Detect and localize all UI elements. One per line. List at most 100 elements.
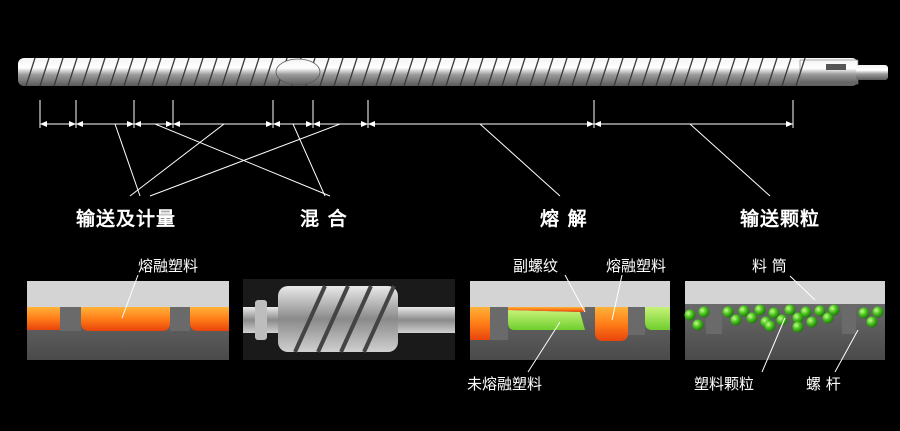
screw-flight xyxy=(25,57,36,87)
screw-flight xyxy=(431,57,442,87)
arrowhead xyxy=(361,121,368,127)
plastic-granule xyxy=(692,319,704,331)
arrowhead xyxy=(76,121,83,127)
screw-flight xyxy=(627,57,638,87)
screw-flight xyxy=(361,57,372,87)
arrowhead xyxy=(306,121,313,127)
screw-flight xyxy=(683,57,694,87)
plastic-granule xyxy=(866,316,878,328)
arrowhead xyxy=(134,121,141,127)
plastic-granule xyxy=(754,304,766,316)
screw-flight xyxy=(739,57,750,87)
screw-flight xyxy=(669,57,680,87)
screw-flight xyxy=(655,57,666,87)
screw-flight xyxy=(529,57,540,87)
screw-flight xyxy=(795,57,806,87)
screw-flight xyxy=(613,57,624,87)
screw-flight xyxy=(221,57,232,87)
screw-flight xyxy=(193,57,204,87)
plastic-granule xyxy=(738,305,750,317)
plastic-granule xyxy=(698,306,710,318)
screw-flight xyxy=(571,57,582,87)
plastic-granule xyxy=(872,306,884,318)
plastic-granule xyxy=(722,306,734,318)
screw-flight xyxy=(151,57,162,87)
screw-flight xyxy=(711,57,722,87)
arrowhead xyxy=(313,121,320,127)
screw-flight xyxy=(165,57,176,87)
screw-flight xyxy=(81,57,92,87)
screw-flight xyxy=(207,57,218,87)
dimension-arrowheads xyxy=(40,121,793,127)
zone-label-conveying-granules: 输送颗粒 xyxy=(740,208,821,230)
arrowhead xyxy=(40,121,47,127)
screw-flight xyxy=(249,57,260,87)
screw-flight xyxy=(403,57,414,87)
screw-flight xyxy=(53,57,64,87)
screw-flight xyxy=(599,57,610,87)
screw-flight xyxy=(501,57,512,87)
plastic-granule xyxy=(684,309,696,321)
screw-flight xyxy=(753,57,764,87)
plastic-granule xyxy=(764,320,776,332)
panel-conveying-granules xyxy=(684,275,885,373)
plastic-granule xyxy=(746,312,758,324)
arrowhead xyxy=(587,121,594,127)
arrowhead xyxy=(166,121,173,127)
arrowhead xyxy=(368,121,375,127)
screw-flight xyxy=(67,57,78,87)
screw-flight xyxy=(123,57,134,87)
arrowhead xyxy=(127,121,134,127)
screw-flight xyxy=(95,57,106,87)
screw-flight xyxy=(781,57,792,87)
screw-image xyxy=(18,57,888,87)
plastic-granule xyxy=(730,314,742,326)
screw-flight xyxy=(445,57,456,87)
callout-secondary-flight: 副螺纹 xyxy=(513,257,559,275)
screw-flight xyxy=(235,57,246,87)
plastic-granule xyxy=(776,314,788,326)
screw-flight xyxy=(375,57,386,87)
callout-plastic-granules: 塑料颗粒 xyxy=(694,375,755,393)
plastic-granule xyxy=(814,305,826,317)
callout-melt-plastic-2: 熔融塑料 xyxy=(606,257,667,275)
arrowhead xyxy=(266,121,273,127)
screw-flight xyxy=(585,57,596,87)
zone-label-conveying-metering: 输送及计量 xyxy=(76,208,177,230)
zone-label-melting: 熔 解 xyxy=(540,208,588,230)
callout-melt-plastic-1: 熔融塑料 xyxy=(138,257,199,275)
screw-flight xyxy=(515,57,526,87)
plastic-granule xyxy=(768,307,780,319)
screw-flight xyxy=(109,57,120,87)
plastic-granule xyxy=(800,306,812,318)
screw-flight xyxy=(767,57,778,87)
panel-mixing-photo xyxy=(243,279,455,360)
plastic-granule xyxy=(792,321,804,333)
plastic-granule xyxy=(822,312,834,324)
plastic-granule xyxy=(806,316,818,328)
arrowhead xyxy=(594,121,601,127)
callout-unmelted-plastic: 未熔融塑料 xyxy=(467,375,543,393)
plastic-granule xyxy=(784,304,796,316)
arrowhead xyxy=(173,121,180,127)
screw-flight xyxy=(697,57,708,87)
panel-melting xyxy=(470,274,670,373)
arrowhead xyxy=(273,121,280,127)
arrowhead xyxy=(69,121,76,127)
screw-flight xyxy=(543,57,554,87)
arrowhead xyxy=(786,121,793,127)
screw-flight xyxy=(347,57,358,87)
zone-dimension-lines xyxy=(39,100,794,197)
screw-flight xyxy=(417,57,428,87)
screw-flight xyxy=(319,57,330,87)
screw-flight xyxy=(263,57,274,87)
screw-flight xyxy=(179,57,190,87)
plastic-granule xyxy=(858,307,870,319)
screw-flight xyxy=(487,57,498,87)
screw-flight xyxy=(333,57,344,87)
plastic-granule xyxy=(828,304,840,316)
screw-flight xyxy=(459,57,470,87)
screw-flight xyxy=(641,57,652,87)
